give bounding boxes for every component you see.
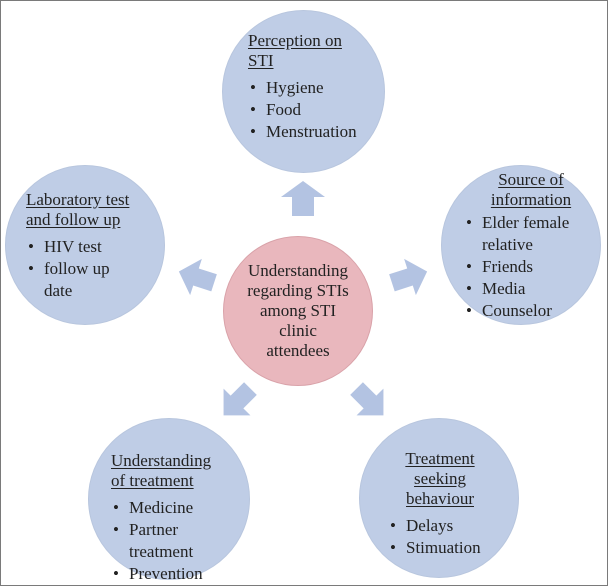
list-item: Stimuation [388,537,500,559]
node-item-list: Medicine Partner treatment Prevention [111,497,239,585]
arrow-to-laboratory [178,258,217,296]
center-text-line: regarding STIs [247,281,349,300]
list-item: Counselor [464,300,598,322]
node-title-line: of treatment [111,471,194,490]
node-title-line: seeking [414,469,466,488]
node-title-line: Treatment [405,449,475,468]
list-item: Partner treatment [111,519,239,563]
node-source: Source of information Elder female relat… [441,165,601,325]
list-item: Food [248,99,373,121]
node-title-line: Understanding [111,451,212,470]
center-text-line: clinic [279,321,317,340]
list-item: Prevention [111,563,239,585]
arrow-to-perception [281,181,325,216]
node-item-list: Elder female relative Friends Media Coun… [464,212,598,322]
node-perception: Perception on STI Hygiene Food Menstruat… [222,10,385,173]
center-text-line: among STI [259,301,336,320]
node-title-line: Laboratory test [26,190,130,209]
center-text-line: attendees [266,341,330,360]
node-understanding-treatment: Understanding of treatment Medicine Part… [88,418,250,585]
node-title: Source of information [464,170,598,210]
center-text: Understanding regarding STIs among STI c… [247,261,349,361]
list-item: Media [464,278,598,300]
list-item: Medicine [111,497,239,519]
node-title: Perception on STI [248,31,373,71]
node-item-list: Hygiene Food Menstruation [248,77,373,143]
node-title-line: Source of [498,170,564,189]
node-laboratory: Laboratory test and follow up HIV test f… [5,165,165,325]
list-item: Delays [388,515,500,537]
list-item: Friends [464,256,598,278]
node-item-list: HIV test follow up date [26,236,136,302]
node-title-line: STI [248,51,274,70]
list-item: HIV test [26,236,136,258]
node-item-list: Delays Stimuation [380,515,500,559]
arrow-to-source [389,258,428,296]
list-item: follow up date [26,258,136,302]
node-title-line: and follow up [26,210,121,229]
node-title: Treatment seeking behaviour [380,449,500,509]
arrow-to-understanding-treatment [223,382,257,416]
center-text-line: Understanding [247,261,349,280]
node-title: Understanding of treatment [111,451,239,491]
node-title-line: behaviour [406,489,474,508]
node-title-line: Perception on [248,31,342,50]
center-node: Understanding regarding STIs among STI c… [223,236,373,386]
node-title-line: information [490,190,572,209]
list-item: Hygiene [248,77,373,99]
node-title: Laboratory test and follow up [26,190,156,230]
node-treatment-seeking: Treatment seeking behaviour Delays Stimu… [359,418,519,578]
arrow-to-treatment-seeking [350,382,384,416]
list-item: Menstruation [248,121,373,143]
list-item: Elder female relative [464,212,598,256]
